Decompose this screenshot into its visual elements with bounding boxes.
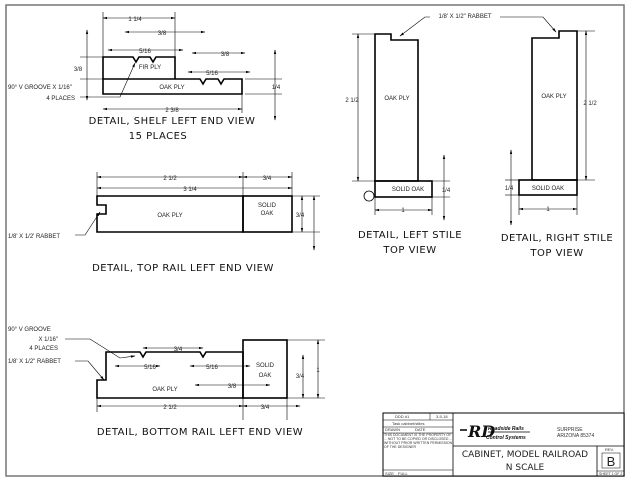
dim-shelf-top-width: 1 1/4	[128, 17, 142, 23]
material-solid-oak-2: OAK	[259, 373, 272, 379]
company-name-line2: Control Systems	[486, 435, 526, 441]
drawing-subtitle: N SCALE	[506, 463, 545, 473]
fir-ply-outline	[102, 56, 176, 79]
stile-rabbet-note: 1/8' X 1/2" RABBET	[439, 14, 492, 20]
dim-right-stile-oak: 1/4	[505, 186, 514, 192]
material-oak-ply: OAK PLY	[541, 94, 566, 100]
dim-right-stile-length: 2 1/2	[583, 101, 597, 107]
shelf-groove-places: 4 PLACES	[46, 96, 75, 102]
material-oak-ply: OAK PLY	[152, 387, 177, 393]
right-stile-detail-subtitle: TOP VIEW	[529, 248, 583, 259]
title-block-rev: B	[607, 454, 616, 469]
material-solid-oak: SOLID OAK	[532, 186, 564, 192]
bottom-rail-detail: 3/4 5/16 5/16 3/8 2 1/2 3/4 3/4 1 OAK PL…	[8, 327, 325, 438]
title-block: DDD #1 3-5-18 Task cabinet/stiles DRAWN …	[382, 412, 625, 477]
right-stile-solid-oak	[518, 179, 578, 196]
bottom-rail-detail-title: DETAIL, BOTTOM RAIL LEFT END VIEW	[97, 427, 303, 438]
material-oak-ply: OAK PLY	[384, 96, 409, 102]
right-stile-oak-ply	[531, 30, 578, 181]
bottom-rail-groove-size: X 1/16"	[39, 337, 58, 343]
svg-text:RD: RD	[467, 422, 495, 441]
bottom-rail-groove-note: 90° V GROOVE	[8, 327, 51, 333]
title-block-size-value: FULL	[398, 471, 409, 476]
dim-left-stile-oak: 1/4	[442, 188, 451, 194]
title-block-size-label: SIZE	[385, 471, 394, 476]
company-name-line1: Roadside Rails	[488, 426, 524, 432]
right-stile-detail: 2 1/2 1/4 1 OAK PLY SOLID OAK DETAIL, RI…	[501, 30, 613, 259]
dim-bottom-rail-oak-width: 3/4	[261, 405, 270, 411]
bottom-rail-oak-ply	[96, 351, 244, 399]
top-rail-detail-title: DETAIL, TOP RAIL LEFT END VIEW	[92, 263, 274, 274]
left-stile-detail-subtitle: TOP VIEW	[382, 245, 436, 256]
dim-shelf-right-spacing: 3/8	[221, 52, 230, 58]
dim-bottom-rail-outer-height: 1	[316, 368, 320, 374]
oak-ply-outline	[102, 78, 243, 95]
dim-bottom-rail-ply-width: 2 1/2	[163, 405, 177, 411]
shelf-detail-subtitle: 15 PLACES	[129, 131, 188, 142]
material-fir-ply: FIR PLY	[139, 65, 161, 71]
title-block-drawing-number: DDD #1	[395, 414, 410, 419]
material-solid-oak: SOLID	[256, 363, 275, 369]
material-oak-ply: OAK PLY	[159, 85, 184, 91]
dim-bottom-rail-groove-spacing: 3/4	[174, 347, 183, 353]
shelf-detail-title: DETAIL, SHELF LEFT END VIEW	[89, 116, 256, 127]
left-stile-oak-ply	[374, 33, 419, 182]
top-rail-solid-oak	[242, 195, 293, 233]
material-solid-oak-2: OAK	[261, 211, 274, 217]
dim-shelf-overall: 2 3/8	[165, 108, 179, 114]
left-stile-detail: 2 1/2 1/4 1 OAK PLY SOLID OAK DETAIL, LE…	[345, 33, 462, 256]
title-block-date: 3-5-18	[436, 414, 448, 419]
dim-top-rail-ply-width: 2 1/2	[163, 176, 177, 182]
right-stile-detail-title: DETAIL, RIGHT STILE	[501, 233, 613, 244]
shelf-detail: 1 1/4 3/8 5/16 3/8 5/16 3/8 1/4 2 3/8 FI…	[8, 12, 282, 142]
material-oak-ply: OAK PLY	[157, 213, 182, 219]
dim-shelf-oak-thickness: 1/4	[272, 85, 281, 91]
shelf-groove-note: 90° V GROOVE X 1/16"	[8, 85, 72, 91]
dim-right-stile-width: 1	[546, 207, 550, 213]
dim-top-rail-overall: 3 1/4	[183, 187, 197, 193]
title-block-state-zip: ARIZONA 85374	[557, 433, 594, 439]
left-stile-solid-oak	[374, 180, 433, 198]
bottom-rail-groove-places: 4 PLACES	[29, 346, 58, 352]
title-block-city: SURPRISE	[557, 427, 583, 433]
title-block-sheet: SHEET 1 OF 2	[599, 472, 622, 476]
left-stile-detail-title: DETAIL, LEFT STILE	[358, 230, 462, 241]
dim-bottom-rail-groove-a: 5/16	[144, 365, 156, 371]
title-block-description: Task cabinet/stiles	[392, 421, 424, 426]
top-rail-rabbet-note: 1/8' X 1/2' RABBET	[8, 234, 60, 240]
material-solid-oak: SOLID	[258, 203, 277, 209]
dim-shelf-fir-thickness: 3/8	[74, 67, 83, 73]
sheet-border	[5, 4, 625, 477]
bottom-rail-rabbet-note: 1/8' X 1/2" RABBET	[8, 359, 61, 365]
dim-left-stile-width: 1	[401, 208, 405, 214]
dim-shelf-groove-spacing: 3/8	[158, 31, 167, 37]
title-block-date-label: DATE	[415, 427, 426, 432]
edge-marker-circle	[363, 190, 375, 202]
dim-shelf-groove-width: 5/16	[139, 49, 151, 55]
dim-shelf-right-groove: 5/16	[206, 71, 218, 77]
dim-bottom-rail-groove-b: 5/16	[206, 365, 218, 371]
dim-top-rail-height: 3/4	[296, 213, 305, 219]
drawing-title: CABINET, MODEL RAILROAD	[462, 450, 588, 460]
dim-bottom-rail-offset: 3/8	[228, 384, 237, 390]
company-logo: RD Roadside Rails Control Systems	[460, 422, 530, 441]
title-block-notice: THIS DOCUMENT IS THE PROPERTY OF ... NOT…	[384, 433, 453, 449]
top-rail-detail: 2 1/2 3 1/4 3/4 3/4 OAK PLY SOLID OAK 1/…	[8, 172, 320, 274]
bottom-rail-solid-oak	[242, 339, 288, 399]
title-block-rev-label: REV.	[605, 447, 614, 452]
dim-bottom-rail-inner-height: 3/4	[296, 374, 305, 380]
title-block-drawn-label: DRAWN	[385, 427, 400, 432]
dim-top-rail-oak-width: 3/4	[263, 176, 272, 182]
material-solid-oak: SOLID OAK	[392, 187, 424, 193]
dim-left-stile-length: 2 1/2	[345, 98, 359, 104]
